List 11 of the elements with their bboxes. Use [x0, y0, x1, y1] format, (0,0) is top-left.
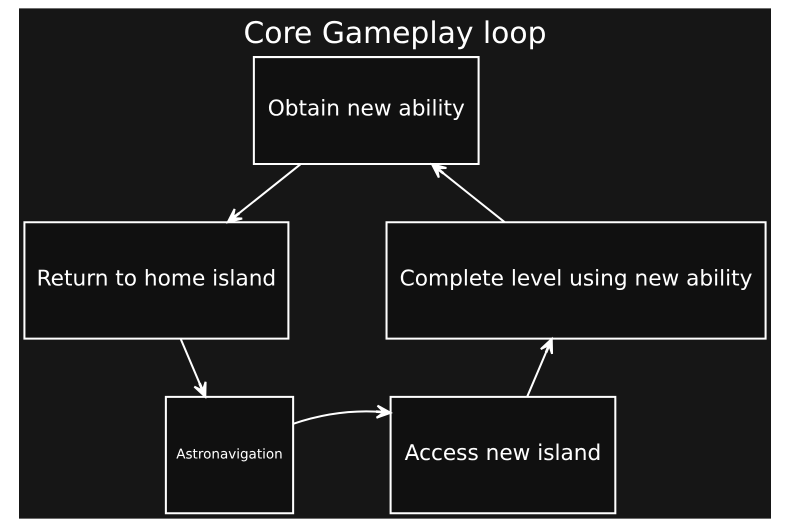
arrow: [226, 164, 302, 224]
arrow: [180, 338, 207, 398]
arrow: [526, 338, 554, 398]
diagram-title: Core Gameplay loop: [243, 16, 547, 51]
node-box: Access new island: [390, 396, 616, 514]
arrow: [431, 163, 506, 223]
node-box: Complete level using new ability: [386, 221, 767, 340]
node-box: Astronavigation: [164, 396, 294, 514]
node-box: Return to home island: [23, 221, 290, 340]
arrow: [293, 404, 392, 425]
node-box: Obtain new ability: [252, 56, 480, 166]
